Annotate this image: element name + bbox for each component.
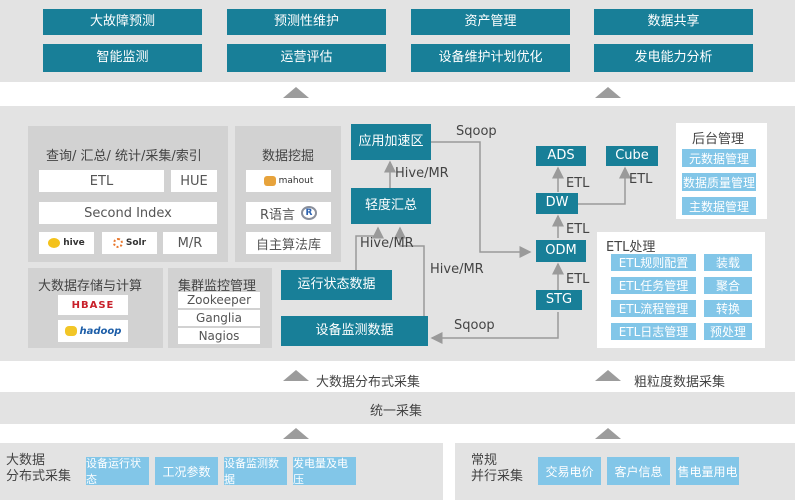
hive-mr-label-1: Hive/MR: [395, 166, 449, 181]
app-box-smart-monitoring: 智能监测: [43, 44, 202, 72]
metadata-management-box: 元数据管理: [681, 148, 757, 168]
app-box-maintenance-plan-optimization: 设备维护计划优化: [411, 44, 570, 72]
hadoop-logo-text: hadoop: [79, 325, 122, 337]
electricity-sales-box: 售电量用电: [676, 457, 739, 485]
customer-info-box: 客户信息: [607, 457, 670, 485]
app-box-asset-management: 资产管理: [411, 9, 570, 35]
r-language-label: R语言: [259, 207, 296, 223]
app-box-generation-capacity-analysis: 发电能力分析: [594, 44, 753, 72]
etl-label-stg-odm: ETL: [566, 272, 590, 287]
unified-collection-label: 统一采集: [370, 404, 423, 419]
dw-box: DW: [536, 193, 578, 214]
etl-log-management-box: ETL日志管理: [610, 322, 697, 341]
up-arrow-bigdata-collection: [283, 370, 309, 381]
hive-logo-text: hive: [63, 238, 85, 248]
hue-box: HUE: [171, 170, 217, 192]
light-summary-box: 轻度汇总: [351, 188, 431, 224]
zookeeper-box: Zookeeper: [178, 292, 260, 308]
etl-preprocess-box: 预处理: [703, 322, 753, 341]
up-arrow-bottom-right: [595, 428, 621, 439]
up-arrow-top-right: [595, 87, 621, 98]
app-box-data-sharing: 数据共享: [594, 9, 753, 35]
cube-box: Cube: [606, 146, 658, 166]
etl-label-dw-cube: ETL: [629, 172, 653, 187]
hive-mr-label-3: Hive/MR: [430, 262, 484, 277]
device-monitoring-data-source-box: 设备监测数据: [224, 457, 287, 486]
etl-task-management-box: ETL任务管理: [610, 276, 697, 295]
hadoop-logo-box: hadoop: [58, 320, 128, 342]
odm-box: ODM: [536, 240, 586, 262]
bigdata-collection-title: 大数据 分布式采集: [6, 453, 72, 485]
solr-sun-icon: [112, 238, 123, 248]
nagios-box: Nagios: [178, 328, 260, 344]
ads-box: ADS: [536, 146, 586, 166]
query-panel-title: 查询/ 汇总/ 统计/采集/索引: [46, 149, 202, 164]
coarse-grain-collection-label: 粗粒度数据采集: [634, 375, 726, 390]
etl-flow-management-box: ETL流程管理: [610, 299, 697, 318]
hive-mr-label-2: Hive/MR: [360, 236, 414, 251]
solr-logo-text: Solr: [125, 238, 147, 248]
up-arrow-bottom-left: [283, 428, 309, 439]
hive-bee-icon: [48, 238, 61, 248]
mahout-logo-text: mahout: [278, 176, 314, 186]
app-box-major-fault-prediction: 大故障预测: [43, 9, 202, 35]
cluster-monitor-title: 集群监控管理: [178, 279, 257, 294]
working-condition-params-box: 工况参数: [155, 457, 218, 485]
device-running-status-box: 设备运行状态: [86, 457, 149, 486]
r-language-box: R语言 R: [246, 202, 331, 224]
hadoop-elephant-icon: [64, 326, 77, 336]
mr-box: M/R: [163, 232, 217, 254]
unified-collection-band: [0, 392, 795, 424]
app-box-predictive-maintenance: 预测性维护: [227, 9, 386, 35]
app-box-operation-evaluation: 运营评估: [227, 44, 386, 72]
etl-transform-box: 转换: [703, 299, 753, 318]
etl-rule-config-box: ETL规则配置: [610, 253, 697, 272]
hbase-logo-box: HBASE: [58, 295, 128, 315]
data-mining-title: 数据挖掘: [262, 149, 315, 164]
storage-compute-title: 大数据存储与计算: [38, 279, 143, 294]
etl-box: ETL: [39, 170, 164, 192]
second-index-box: Second Index: [39, 202, 217, 224]
power-generation-voltage-box: 发电量及电压: [293, 457, 356, 486]
mahout-elephant-icon: [263, 176, 276, 186]
regular-collection-title: 常规 并行采集: [471, 453, 524, 485]
runtime-status-data-box: 运行状态数据: [281, 270, 392, 300]
trading-price-box: 交易电价: [538, 457, 601, 485]
etl-load-box: 装载: [703, 253, 753, 272]
mahout-logo-box: mahout: [246, 170, 331, 192]
stg-box: STG: [536, 290, 582, 310]
custom-algorithm-box: 自主算法库: [246, 232, 331, 254]
sqoop-top-label: Sqoop: [456, 124, 497, 139]
up-arrow-coarse-collection: [595, 370, 621, 381]
device-monitoring-data-box: 设备监测数据: [281, 316, 428, 346]
up-arrow-top-left: [283, 87, 309, 98]
ganglia-box: Ganglia: [178, 310, 260, 326]
etl-label-odm-dw: ETL: [566, 222, 590, 237]
etl-label-dw-ads: ETL: [566, 176, 590, 191]
sqoop-bottom-label: Sqoop: [454, 318, 495, 333]
master-data-management-box: 主数据管理: [681, 196, 757, 216]
backend-management-title: 后台管理: [692, 132, 745, 147]
bigdata-collection-band: [0, 443, 443, 500]
etl-processing-title: ETL处理: [606, 240, 656, 255]
hive-logo-box: hive: [39, 232, 94, 254]
etl-aggregate-box: 聚合: [703, 276, 753, 295]
app-accel-zone-box: 应用加速区: [351, 124, 431, 160]
hbase-logo-text: HBASE: [71, 299, 115, 311]
bigdata-distributed-collection-label: 大数据分布式采集: [316, 375, 421, 390]
solr-logo-box: Solr: [102, 232, 157, 254]
data-quality-management-box: 数据质量管理: [681, 172, 757, 192]
r-logo-icon: R: [301, 206, 318, 220]
